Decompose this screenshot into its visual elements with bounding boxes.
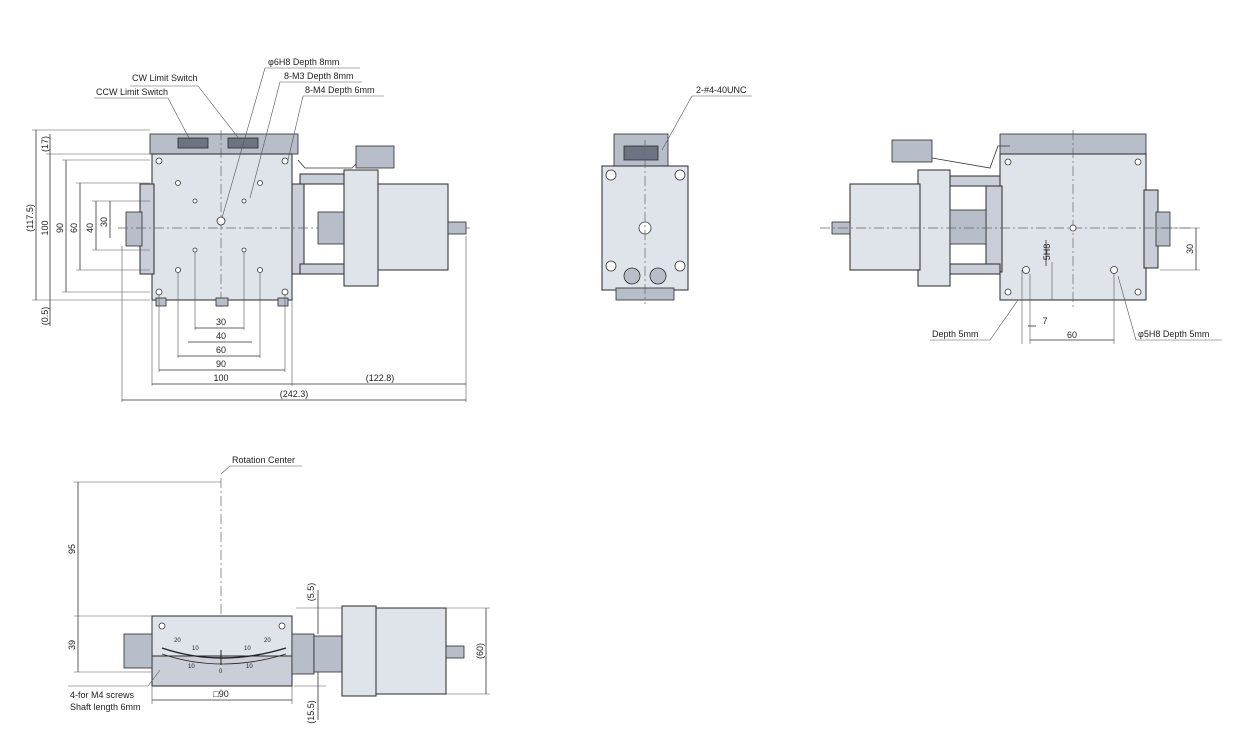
scale-label: 10 <box>246 664 253 670</box>
side-view: Rotation Center 20 10 0 10 20 10 10 95 3… <box>67 455 490 724</box>
screws-note-line1: 4-for M4 screws <box>70 690 135 700</box>
dim-5h8: 5H8 <box>1042 244 1052 261</box>
side-motor-flange <box>341 605 377 697</box>
dim-39: 39 <box>67 640 77 650</box>
m4-callout: 8-M4 Depth 6mm <box>305 85 375 95</box>
coupling <box>317 211 347 245</box>
dim-w60: 60 <box>216 345 226 355</box>
dim-95: 95 <box>67 544 77 554</box>
scale-label: 10 <box>188 664 195 670</box>
end-view: 2-#4-40UNC <box>601 85 752 304</box>
cw-limit-switch <box>227 137 259 149</box>
dim-w242-3: (242.3) <box>280 389 309 399</box>
dim-square-90: □90 <box>213 689 228 699</box>
dim-60: 60 <box>69 223 79 233</box>
scale-label: 10 <box>192 646 199 652</box>
motor-body <box>377 183 449 271</box>
bottom-motor <box>849 183 921 271</box>
dim-w100: 100 <box>213 373 228 383</box>
dim-100: 100 <box>40 220 50 235</box>
motor-shaft <box>447 221 467 235</box>
dim-5-5: (5.5) <box>306 583 316 602</box>
center-bore <box>216 216 226 226</box>
dsub-connector <box>623 145 659 161</box>
scale-label: 10 <box>244 646 251 652</box>
side-knob <box>123 633 153 669</box>
m3-callout: 8-M3 Depth 8mm <box>284 71 354 81</box>
dim-0-5: (0.5) <box>40 307 50 326</box>
scale-label: 0 <box>219 669 223 675</box>
pin-hole-left <box>1022 266 1030 274</box>
motor-flange <box>343 169 379 287</box>
dim-15-5: (15.5) <box>306 700 316 724</box>
dim-w30: 30 <box>216 317 226 327</box>
dim-60-bottom: 60 <box>1067 330 1077 340</box>
dim-w40: 40 <box>216 331 226 341</box>
dim-w90: 90 <box>216 359 226 369</box>
scale-label: 20 <box>264 638 271 644</box>
ccw-limit-switch <box>177 137 209 149</box>
bottom-knob <box>1155 211 1171 247</box>
side-stage-top <box>151 615 293 657</box>
pin-hole-right <box>1110 266 1118 274</box>
scale-label: 20 <box>174 638 181 644</box>
angle-scale <box>161 647 287 659</box>
bottom-view: 5H8 7 60 30 Depth 5mm φ5H8 Depth 5mm <box>820 130 1222 344</box>
dim-30-bottom: 30 <box>1185 244 1195 254</box>
dim-90: 90 <box>55 223 65 233</box>
dim-17: (17) <box>40 136 50 152</box>
pin-callout: φ5H8 Depth 5mm <box>1138 329 1209 339</box>
connector <box>355 145 395 169</box>
rotation-center-label: Rotation Center <box>232 455 295 465</box>
depth-callout: Depth 5mm <box>932 329 979 339</box>
top-view: φ6H8 Depth 8mm 8-M3 Depth 8mm 8-M4 Depth… <box>25 57 470 402</box>
ccw-limit-callout: CCW Limit Switch <box>96 87 168 97</box>
left-knob <box>125 211 143 247</box>
dim-w122-8: (122.8) <box>366 373 395 383</box>
stage-body <box>151 153 293 301</box>
side-stage-base <box>151 655 293 687</box>
limit-switch-bracket <box>149 133 299 155</box>
dim-60-side: (60) <box>475 643 485 659</box>
side-motor <box>375 607 447 695</box>
cw-limit-callout: CW Limit Switch <box>132 73 198 83</box>
stage-right-side <box>291 183 305 275</box>
dim-7: 7 <box>1042 316 1047 326</box>
dim-30: 30 <box>99 217 109 227</box>
unc-callout: 2-#4-40UNC <box>696 85 747 95</box>
dim-40: 40 <box>85 223 95 233</box>
bore-callout: φ6H8 Depth 8mm <box>268 57 339 67</box>
screws-note-line2: Shaft length 6mm <box>70 702 141 712</box>
dim-117-5: (117.5) <box>25 204 35 232</box>
